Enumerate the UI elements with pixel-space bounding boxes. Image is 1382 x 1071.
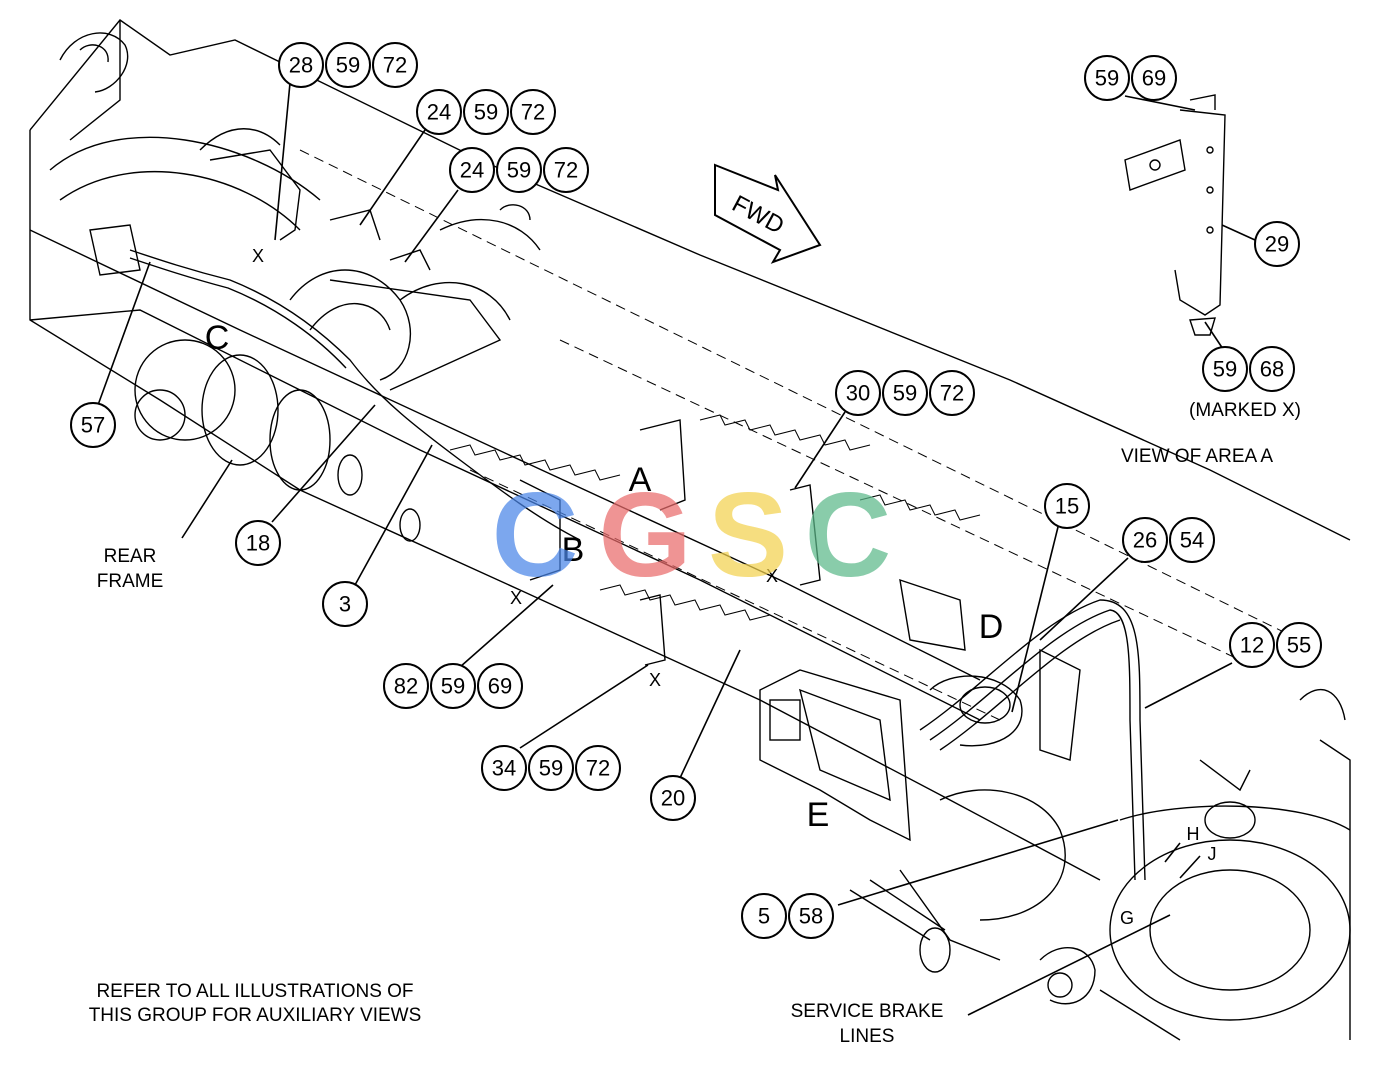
part-number: 26 (1133, 528, 1157, 553)
part-number: 68 (1260, 357, 1284, 382)
callout-29: 29 (1254, 221, 1300, 267)
callout-26-54: 26 54 (1122, 517, 1215, 563)
area-letter-a: A (629, 461, 652, 499)
part-number: 72 (521, 100, 545, 125)
callout-3: 3 (322, 581, 368, 627)
callout-57: 57 (70, 402, 116, 448)
part-number: 59 (539, 756, 563, 781)
callout-30-59-72: 30 59 72 (835, 370, 975, 416)
part-number: 24 (460, 158, 484, 183)
rear-frame-label-line1: REAR (104, 546, 157, 567)
callout-12-55: 12 55 (1229, 622, 1322, 668)
area-a-bracket-detail (1124, 94, 1226, 336)
watermark-letter: G (598, 468, 691, 602)
port-letter-h: H (1187, 824, 1200, 844)
leader-lines (97, 82, 1256, 1016)
callout-20: 20 (650, 775, 696, 821)
callout-34-59-72: 34 59 72 (481, 745, 621, 791)
part-number: 12 (1240, 633, 1264, 658)
forward-arrow: FWD (714, 163, 822, 264)
x-mark: X (766, 566, 778, 586)
callout-24-59-72-b: 24 59 72 (449, 147, 589, 193)
part-number: 5 (758, 904, 770, 929)
part-number: 34 (492, 756, 516, 781)
port-letter-j: J (1208, 844, 1217, 864)
callout-18: 18 (235, 520, 281, 566)
part-number: 59 (893, 381, 917, 406)
part-number: 15 (1055, 494, 1079, 519)
part-number: 59 (441, 674, 465, 699)
refer-note-line2: THIS GROUP FOR AUXILIARY VIEWS (89, 1005, 422, 1026)
callout-24-59-72-a: 24 59 72 (416, 89, 556, 135)
part-number: 57 (81, 413, 105, 438)
watermark-logo: C G S C (492, 468, 892, 602)
area-letter-d: D (979, 608, 1004, 646)
watermark-letter: C (805, 468, 892, 602)
service-brake-label-line1: SERVICE BRAKE (791, 1001, 944, 1022)
rear-frame-drawing (29, 19, 1351, 1041)
part-number: 59 (1095, 66, 1119, 91)
part-number: 28 (289, 53, 313, 78)
part-number: 59 (474, 100, 498, 125)
view-area-a-label: VIEW OF AREA A (1121, 446, 1273, 467)
part-number: 59 (336, 53, 360, 78)
refer-note-line1: REFER TO ALL ILLUSTRATIONS OF (96, 981, 413, 1002)
area-letter-c: C (205, 319, 230, 357)
part-number: 30 (846, 381, 870, 406)
part-number: 54 (1180, 528, 1204, 553)
area-letter-b: B (562, 531, 585, 569)
watermark-letter: S (708, 468, 788, 602)
x-mark: X (252, 246, 264, 266)
part-number: 29 (1265, 232, 1289, 257)
callout-5-58: 5 58 (741, 893, 834, 939)
part-number: 82 (394, 674, 418, 699)
part-number: 69 (1142, 66, 1166, 91)
part-number: 18 (246, 531, 270, 556)
callout-59-69: 59 69 (1084, 55, 1177, 101)
rear-frame-label-line2: FRAME (97, 571, 164, 592)
x-mark: X (510, 588, 522, 608)
watermark-letter: C (492, 468, 579, 602)
service-brake-label-line2: LINES (840, 1026, 895, 1047)
part-number: 72 (586, 756, 610, 781)
port-letter-g: G (1120, 908, 1134, 928)
part-number: 69 (488, 674, 512, 699)
callout-82-59-69: 82 59 69 (383, 663, 523, 709)
callout-15: 15 (1044, 483, 1090, 529)
part-number: 72 (554, 158, 578, 183)
part-number: 55 (1287, 633, 1311, 658)
area-letter-e: E (807, 796, 830, 834)
part-number: 72 (383, 53, 407, 78)
callout-59-68: 59 68 (1202, 346, 1295, 392)
part-number: 58 (799, 904, 823, 929)
part-number: 72 (940, 381, 964, 406)
part-number: 59 (507, 158, 531, 183)
callout-28-59-72: 28 59 72 (278, 42, 418, 88)
part-number: 3 (339, 592, 351, 617)
x-mark: X (649, 670, 661, 690)
part-number: 59 (1213, 357, 1237, 382)
marked-x-label: (MARKED X) (1189, 400, 1301, 421)
part-number: 20 (661, 786, 685, 811)
part-number: 24 (427, 100, 451, 125)
